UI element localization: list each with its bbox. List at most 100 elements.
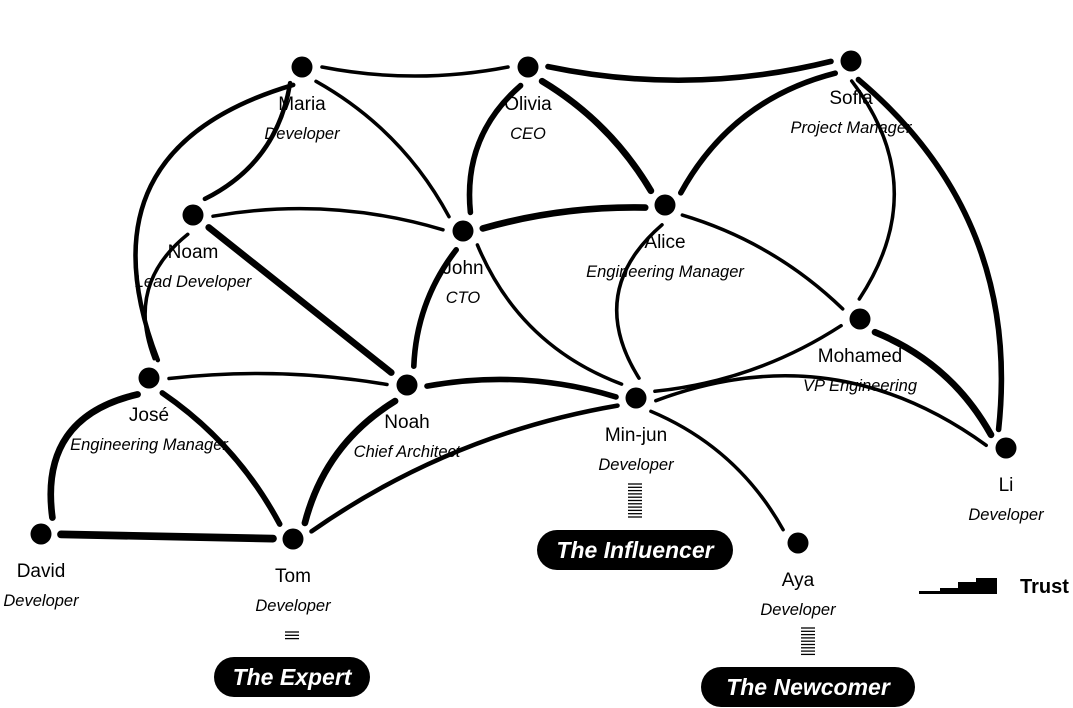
connection-olivia-sofia [545,58,834,84]
person-role: Chief Architect [354,443,462,461]
connection-layer [47,58,1005,543]
person-name: Li [999,475,1014,496]
person-dot [625,387,647,409]
connection-john-alice [479,204,649,232]
person-dot [517,56,539,78]
person-name: David [17,561,66,582]
person-dot [995,437,1017,459]
connection-maria-john [314,79,451,219]
person-role: Developer [264,125,341,143]
person-name: John [442,258,483,279]
person-role: CEO [510,125,546,143]
person-role: Developer [255,597,332,615]
badge-label: The Newcomer [726,674,891,700]
connection-john-minjun [475,243,624,386]
connection-olivia-alice [538,77,655,195]
trust-scale-icon [919,578,997,594]
connection-david-tom [57,530,277,543]
connection-noah-minjun [424,376,619,400]
person-role: Developer [3,592,80,610]
person-role: Developer [760,601,837,619]
connection-sofia-alice [678,70,838,196]
person-name: Olivia [504,94,552,115]
badge-pill [214,657,370,697]
badge-pill [537,530,733,570]
person-name: Mohamed [818,346,903,367]
badge-connector [628,483,642,518]
connection-jose-noah [167,371,389,387]
badge-influencer: The Influencer [537,483,733,570]
badge-label: The Expert [233,664,353,690]
person-role: Lead Developer [135,273,253,291]
trust-legend: Trust [919,576,1069,598]
person-mohamed: Mohamed VP Engineering [803,308,918,395]
connection-mohamed-minjun [653,323,843,394]
person-role: Developer [598,456,675,474]
legend-label: Trust [1020,576,1069,598]
person-dot [282,528,304,550]
person-dot [840,50,862,72]
connection-alice-mohamed [680,213,845,311]
person-dot [138,367,160,389]
connection-minjun-aya [649,409,785,532]
connection-jose-tom [159,390,283,527]
badge-connector [801,627,815,656]
badge-connector [285,631,299,640]
connection-minjun-li [654,374,988,448]
connection-olivia-john [466,82,524,216]
person-role: Developer [968,506,1045,524]
person-name: Tom [275,566,311,587]
person-dot [291,56,313,78]
person-name: Noam [168,242,219,263]
connection-noah-tom [301,397,399,527]
connection-mohamed-li [871,328,995,439]
person-name: Noah [384,412,429,433]
person-name: Sofia [829,88,873,109]
person-dot [849,308,871,330]
connection-alice-minjun [614,223,664,380]
connection-noam-jose [143,232,190,361]
person-role: Project Manager [790,119,913,137]
connection-sofia-li [855,76,1005,433]
connection-maria-noam [202,80,293,202]
badge-expert: The Expert [214,631,370,697]
connection-minjun-tom [309,403,620,534]
connection-noam-john [211,206,445,232]
person-dot [182,204,204,226]
person-role: Engineering Manager [70,436,229,454]
connection-jose-maria [133,82,296,363]
connection-noam-noah [205,224,395,376]
connection-jose-david [47,391,141,521]
person-dot [654,194,676,216]
person-name: Maria [278,94,326,115]
connection-maria-olivia [320,65,510,78]
person-name: Alice [644,232,685,253]
badge-label: The Influencer [556,537,714,563]
person-dot [452,220,474,242]
connection-john-noah [411,247,459,369]
person-name: Aya [782,570,815,591]
person-role: Engineering Manager [586,263,745,281]
badge-newcomer: The Newcomer [701,627,915,707]
connection-sofia-mohamed [849,79,896,301]
person-dot [396,374,418,396]
person-dot [787,532,809,554]
person-role: VP Engineering [803,377,918,395]
person-dot [30,523,52,545]
person-name: José [129,405,169,426]
